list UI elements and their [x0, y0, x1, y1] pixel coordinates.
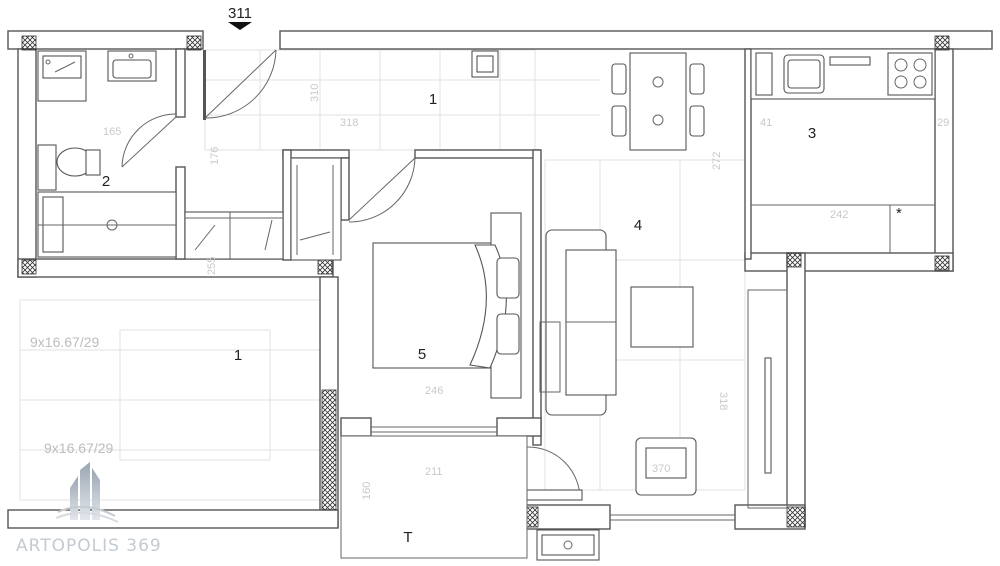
entrance-door	[203, 49, 277, 120]
living-window	[610, 289, 788, 521]
bathroom-fixtures	[37, 50, 177, 258]
balcony-door	[526, 446, 583, 501]
artopolis-logo: ARTOPOLIS 369	[16, 462, 162, 556]
terrace	[340, 426, 600, 561]
room-label-5-bedroom: 5	[418, 346, 426, 363]
dimension-label: 29	[937, 117, 949, 129]
wall-columns	[21, 35, 950, 528]
room-label-1-adjacent: 1	[234, 347, 242, 364]
dimension-label: 318	[717, 392, 729, 410]
entrance-marker: 311	[228, 5, 252, 30]
stair-labels: 9x16.67/29 9x16.67/29	[30, 334, 113, 456]
room-labels: 1 2 3 4 5 1 T	[102, 91, 816, 546]
bedroom-wardrobe	[290, 157, 342, 261]
living-furniture	[630, 286, 697, 496]
dimension-label: 242	[830, 209, 848, 221]
dimension-label: 272	[711, 152, 723, 170]
dimension-label: 255	[206, 257, 218, 275]
dimension-label: 176	[209, 147, 221, 165]
room-label-3-kitchen: 3	[808, 125, 816, 142]
dimension-label: 211	[425, 466, 443, 478]
room-label-t-terrace: T	[403, 529, 412, 546]
dimension-labels: 310 318 272 242 246 318 370 211 160 165 …	[103, 84, 949, 500]
dimension-label: 318	[340, 117, 358, 129]
dining-table	[611, 52, 705, 151]
bedroom-door	[348, 157, 416, 223]
sofa	[539, 229, 617, 416]
dimension-label: 370	[652, 463, 670, 475]
svg-text:*: *	[896, 205, 902, 222]
dimension-label: 160	[361, 482, 373, 500]
dimension-label: 41	[760, 117, 772, 129]
stair-label: 9x16.67/29	[30, 334, 99, 350]
dimension-label: 165	[103, 126, 121, 138]
entrance-marker-label: 311	[228, 5, 252, 22]
dimension-label: 310	[309, 84, 321, 102]
room-label-2-bath: 2	[102, 173, 110, 190]
bathroom-door	[121, 113, 177, 168]
logo-text: ARTOPOLIS 369	[16, 536, 162, 556]
stair-label: 9x16.67/29	[44, 440, 113, 456]
room-label-1-hall: 1	[429, 91, 437, 108]
dimension-label: 246	[425, 385, 443, 397]
kitchen-counter: *	[750, 48, 936, 253]
hallway-wardrobe	[184, 211, 284, 260]
bed	[372, 212, 522, 399]
room-label-4-living: 4	[634, 217, 642, 234]
